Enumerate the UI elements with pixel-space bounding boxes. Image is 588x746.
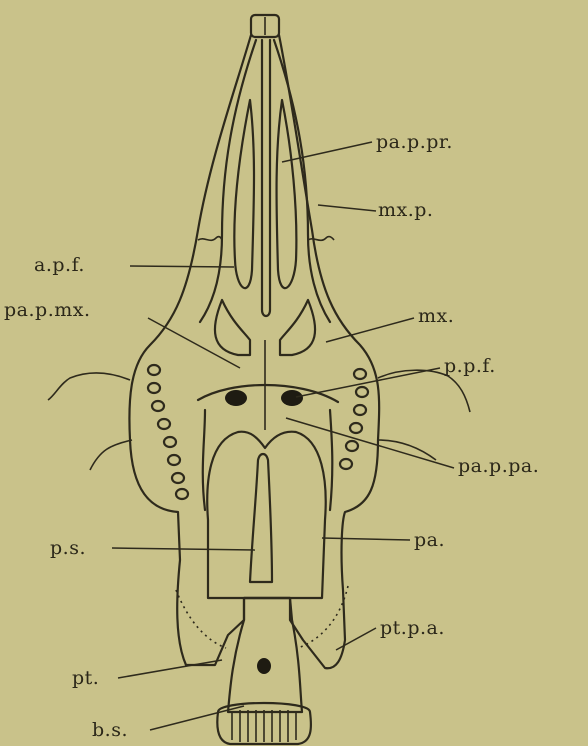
suture-left (198, 237, 222, 241)
anterior-palatine-foramen-left (234, 100, 254, 288)
palatine-process-of-maxilla-right (280, 300, 315, 355)
leader-mx-p (318, 205, 376, 211)
label-pa-p-pr: pa.p.pr. (376, 131, 453, 153)
premaxillary-process (262, 40, 270, 316)
anterior-palatine-foramen-right (277, 100, 297, 288)
label-mx: mx. (418, 305, 454, 327)
label-pt: pt. (72, 667, 99, 689)
presphenoid (250, 454, 272, 582)
palatine-process-of-maxilla (215, 300, 250, 355)
leader-a-p-f (130, 266, 234, 267)
leader-pa-p-mx (148, 318, 240, 368)
posterior-palatine-foramen-right (281, 390, 303, 406)
leader-p-s (112, 548, 255, 550)
basisphenoid-foramen (257, 658, 271, 674)
label-p-s: p.s. (50, 537, 86, 559)
label-pa-p-pa: pa.p.pa. (458, 455, 539, 477)
posterior-palatine-foramen-left (225, 390, 247, 406)
leader-b-s (150, 706, 244, 730)
snout-tip-cap (251, 15, 279, 37)
label-p-p-f: p.p.f. (444, 355, 496, 377)
label-mx-p: mx.p. (378, 199, 433, 221)
label-pa-p-mx: pa.p.mx. (4, 299, 91, 321)
tooth-sockets-left (148, 365, 188, 499)
label-pt-p-a: pt.p.a. (380, 617, 445, 639)
basisphenoid (228, 598, 302, 712)
jugal-left-lower (90, 440, 132, 470)
leader-pt (118, 660, 222, 678)
outer-skull-outline (129, 35, 379, 668)
jugal-right-lower (378, 440, 436, 460)
basisphenoid-hatching (232, 710, 296, 742)
leader-pa (322, 538, 410, 540)
label-a-p-f: a.p.f. (34, 254, 85, 276)
leader-mx (326, 318, 414, 342)
palatal-margin-lower-right (330, 410, 332, 510)
label-b-s: b.s. (92, 719, 128, 741)
palatal-margin-lower (203, 410, 205, 510)
leader-lines (112, 142, 454, 730)
leader-pt-p-a (336, 628, 376, 650)
leader-pa-p-pr (282, 142, 372, 162)
label-pa: pa. (414, 529, 445, 551)
jugal-left (48, 373, 130, 400)
suture-right (308, 237, 334, 241)
